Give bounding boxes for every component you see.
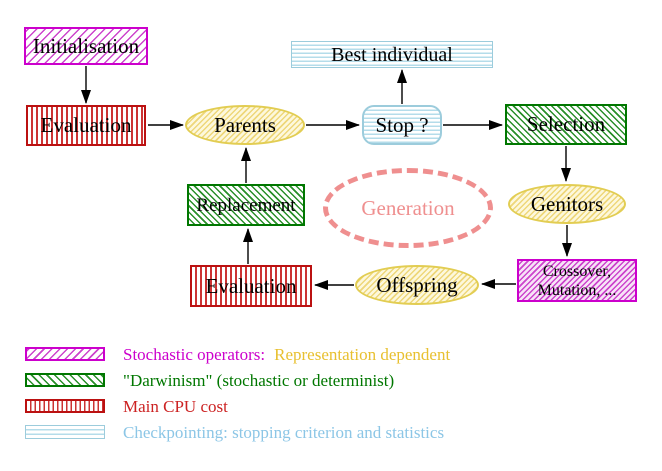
node-best-individual-label: Best individual [331,43,453,66]
node-evaluation-top-label: Evaluation [40,113,132,137]
node-selection-label: Selection [526,112,606,136]
node-parents-label: Parents [214,112,276,137]
node-stop-label: Stop ? [375,112,429,137]
legend-label-checkpointing: Checkpointing: stopping criterion and st… [123,423,445,442]
node-crossover-mutation: Crossover, Mutation, ... [517,259,637,302]
node-offspring-label: Offspring [376,272,458,297]
node-replacement: Replacement [187,184,305,226]
node-genitors: Genitors [508,184,626,224]
legend-label-representation-part: Representation dependent [274,345,451,364]
legend-label-stochastic-part: Stochastic operators: [123,345,266,364]
node-evaluation-bottom: Evaluation [190,265,312,307]
legend-label-stochastic-operators: Stochastic operators: Representation depe… [123,346,450,363]
node-selection: Selection [505,104,627,145]
node-initialisation-label: Initialisation [32,33,140,58]
node-replacement-label: Replacement [196,194,296,216]
node-evaluation-bottom-label: Evaluation [205,273,297,298]
node-offspring: Offspring [355,265,479,305]
legend-label-cpu-cost: Main CPU cost [123,397,228,416]
legend-swatch-cpu-cost [25,399,105,413]
generation-cycle-ellipse: Generation [323,168,493,248]
generation-label: Generation [361,195,455,220]
legend-swatch-stochastic-operators [25,347,105,361]
legend-swatch-darwinism [25,373,105,387]
legend-swatch-checkpointing [25,425,105,439]
node-genitors-label: Genitors [530,191,604,216]
node-best-individual: Best individual [291,41,493,68]
node-stop: Stop ? [362,105,442,145]
node-evaluation-top: Evaluation [26,105,146,146]
node-parents: Parents [185,105,305,145]
node-initialisation: Initialisation [24,27,148,65]
node-crossover-line2: Mutation, ... [537,281,617,299]
node-crossover-line1: Crossover, [542,262,612,280]
legend-label-darwinism: "Darwinism" (stochastic or determinist) [123,371,395,390]
